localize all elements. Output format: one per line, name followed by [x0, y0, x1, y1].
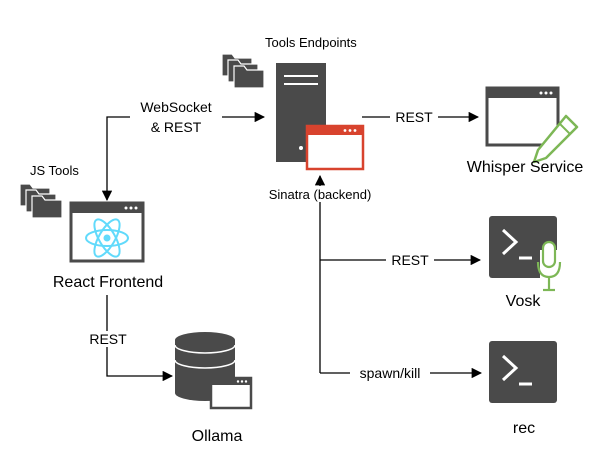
edge-whisper-label: REST: [395, 109, 433, 125]
rec-label: rec: [513, 420, 535, 437]
edge-ollama-line: [106, 295, 174, 382]
folder-stack-icon: [221, 53, 265, 89]
pen-icon: [532, 114, 579, 164]
sinatra-label: Sinatra (backend): [269, 187, 372, 202]
js-tools-label: JS Tools: [30, 163, 79, 178]
whisper-window-icon: [485, 86, 560, 147]
folder-stack-icon: [19, 183, 63, 219]
edge-rec-label: spawn/kill: [360, 365, 421, 381]
edge-vosk-label: REST: [391, 252, 429, 268]
react-logo-icon: [85, 218, 129, 258]
react-label: React Frontend: [53, 274, 163, 291]
microphone-icon: [536, 240, 562, 292]
edge-websocket-label: WebSocket: [140, 99, 211, 115]
whisper-label: Whisper Service: [467, 159, 584, 176]
terminal-icon: [489, 341, 557, 403]
ollama-label: Ollama: [192, 428, 243, 445]
browser-window-icon: [305, 124, 365, 171]
edge-websocket-label-2: & REST: [151, 119, 202, 135]
edge-ollama-label: REST: [89, 331, 127, 347]
vosk-label: Vosk: [506, 293, 542, 310]
tools-endpoints-label: Tools Endpoints: [265, 35, 357, 50]
browser-window-icon: [209, 376, 253, 410]
